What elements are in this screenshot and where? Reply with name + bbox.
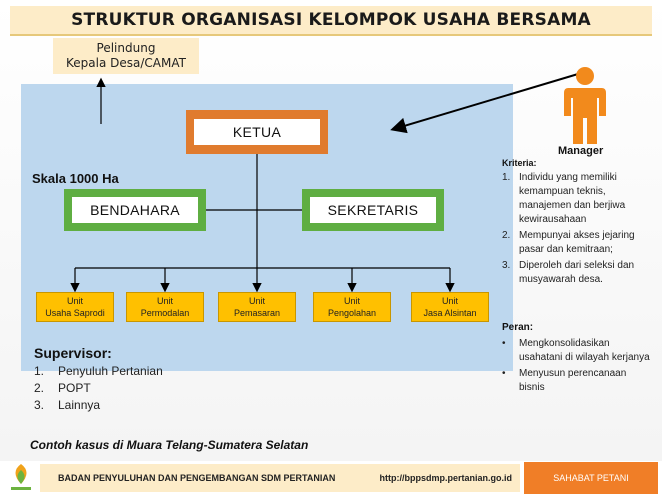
unit-box-usaha-saprodi: Unit Usaha Saprodi: [36, 292, 114, 322]
unit-label: Unit: [248, 296, 265, 306]
supervisor-item-number: 2.: [34, 381, 45, 395]
supervisor-item: 2. POPT: [34, 381, 91, 395]
criteria-number: 1.: [502, 172, 511, 183]
chair-label: KETUA: [194, 119, 320, 145]
role-bullet: •: [502, 338, 506, 349]
scale-label: Skala 1000 Ha: [32, 171, 119, 186]
tagline-box: SAHABAT PETANI: [524, 462, 658, 494]
criteria-text: Individu yang memiliki kemampuan teknis,…: [519, 172, 626, 225]
criteria-number: 2.: [502, 230, 511, 241]
supervisor-item-text: Penyuluh Pertanian: [58, 364, 163, 378]
unit-name: Jasa Alsintan: [423, 308, 477, 318]
protector-name: Kepala Desa/CAMAT: [66, 56, 186, 70]
supervisor-item-text: POPT: [58, 381, 91, 395]
criteria-text: Diperoleh dari seleksi dan musyawarah de…: [519, 260, 635, 285]
manager-label: Manager: [558, 145, 604, 157]
protector-label: Pelindung: [96, 41, 156, 55]
case-caption: Contoh kasus di Muara Telang-Sumatera Se…: [30, 438, 309, 452]
role-bullet: •: [502, 368, 506, 379]
unit-box-pemasaran: Unit Pemasaran: [218, 292, 296, 322]
supervisor-item-number: 1.: [34, 364, 45, 378]
supervisor-item-number: 3.: [34, 398, 45, 412]
role-title: Peran:: [502, 322, 534, 333]
role-list: • Mengkonsolidasikan usahatani di wilaya…: [502, 337, 652, 397]
unit-box-permodalan: Unit Permodalan: [126, 292, 204, 322]
criteria-number: 3.: [502, 260, 511, 271]
role-item: • Menyusun perencanaan bisnis: [502, 367, 652, 395]
secretary-box: SEKRETARIS: [302, 189, 444, 231]
protector-box: Pelindung Kepala Desa/CAMAT: [53, 38, 199, 74]
role-text: Menyusun perencanaan bisnis: [519, 368, 627, 393]
criteria-list: 1. Individu yang memiliki kemampuan tekn…: [502, 171, 652, 289]
unit-name: Usaha Saprodi: [45, 308, 105, 318]
chair-box: KETUA: [186, 110, 328, 154]
criteria-title: Kriteria:: [502, 158, 537, 168]
unit-name: Pemasaran: [233, 308, 281, 318]
title-text: STRUKTUR ORGANISASI KELOMPOK USAHA BERSA…: [71, 10, 591, 30]
supervisor-title: Supervisor:: [34, 345, 112, 361]
manager-arrow: [390, 73, 579, 134]
supervisor-item-text: Lainnya: [58, 398, 101, 412]
unit-name: Permodalan: [140, 308, 190, 318]
agency-bar: BADAN PENYULUHAN DAN PENGEMBANGAN SDM PE…: [40, 464, 520, 492]
unit-label: Unit: [343, 296, 360, 306]
secretary-label: SEKRETARIS: [310, 197, 436, 223]
criteria-item: 1. Individu yang memiliki kemampuan tekn…: [502, 171, 652, 227]
unit-box-jasa-alsintan: Unit Jasa Alsintan: [411, 292, 489, 322]
supervisor-item: 1. Penyuluh Pertanian: [34, 364, 163, 378]
supervisor-item: 3. Lainnya: [34, 398, 100, 412]
agency-url-link[interactable]: http://bppsdmp.pertanian.go.id: [379, 473, 513, 483]
unit-label: Unit: [441, 296, 458, 306]
page-title: STRUKTUR ORGANISASI KELOMPOK USAHA BERSA…: [10, 6, 652, 36]
role-item: • Mengkonsolidasikan usahatani di wilaya…: [502, 337, 652, 365]
criteria-item: 3. Diperoleh dari seleksi dan musyawarah…: [502, 259, 652, 287]
leaf-logo-icon: [11, 464, 31, 490]
role-text: Mengkonsolidasikan usahatani di wilayah …: [519, 338, 650, 363]
unit-label: Unit: [66, 296, 83, 306]
person-figure-icon: [564, 67, 606, 144]
tagline-text: SAHABAT PETANI: [553, 473, 629, 483]
treasurer-box: BENDAHARA: [64, 189, 206, 231]
criteria-text: Mempunyai akses jejaring pasar dan kemit…: [519, 230, 635, 255]
treasurer-label: BENDAHARA: [72, 197, 198, 223]
unit-name: Pengolahan: [327, 308, 377, 318]
unit-box-pengolahan: Unit Pengolahan: [313, 292, 391, 322]
criteria-item: 2. Mempunyai akses jejaring pasar dan ke…: [502, 229, 652, 257]
agency-name: BADAN PENYULUHAN DAN PENGEMBANGAN SDM PE…: [58, 473, 336, 483]
unit-label: Unit: [156, 296, 173, 306]
